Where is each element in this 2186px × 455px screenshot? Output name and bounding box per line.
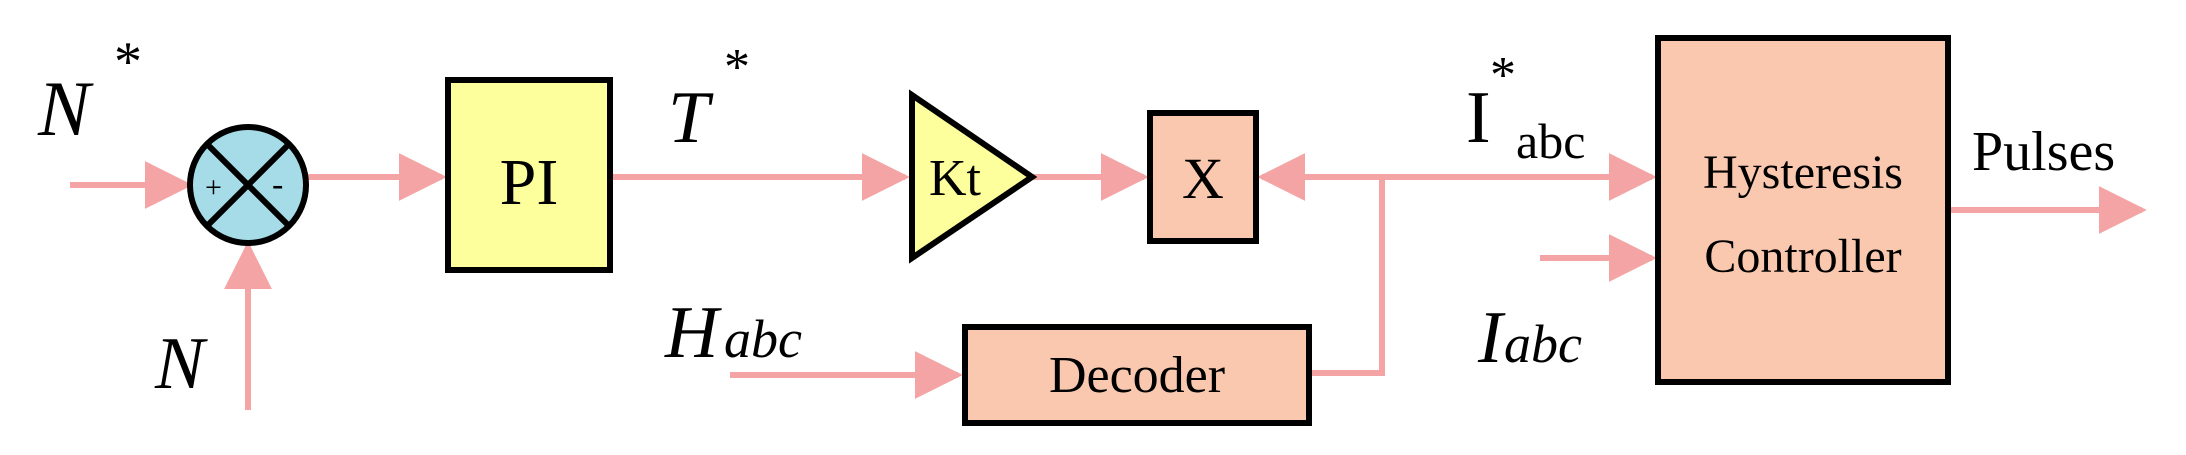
label-current-reference: I * abc <box>1466 47 1585 169</box>
summer-minus-sign: - <box>272 166 283 203</box>
gain-triangle <box>909 89 1038 264</box>
label-istar-subscript: abc <box>1516 113 1585 169</box>
summing-junction: + - <box>187 124 309 246</box>
decoder-rect <box>962 324 1312 426</box>
label-torque-reference: T * <box>668 39 750 159</box>
pi-controller-block: PI <box>445 77 613 273</box>
summer-cross-line-2 <box>204 141 292 229</box>
label-pulses-output: Pulses <box>1972 121 2115 183</box>
label-i-subscript: abc <box>1504 314 1582 374</box>
label-speed-reference: N * <box>37 31 142 152</box>
gain-block-label: Kt <box>929 150 982 207</box>
label-istar-main: I <box>1466 77 1491 159</box>
hysteresis-controller-block: Hysteresis Controller <box>1655 35 1951 385</box>
decoder-label: Decoder <box>1049 347 1225 404</box>
label-speed-feedback: N <box>154 323 208 405</box>
label-h-subscript: abc <box>724 309 802 369</box>
pi-block-rect <box>445 77 613 273</box>
label-h-main: H <box>664 292 722 374</box>
hysteresis-label-line-1: Hysteresis <box>1703 146 1903 199</box>
label-tstar-superscript: * <box>724 39 750 96</box>
label-tstar-main: T <box>668 77 714 159</box>
torque-constant-gain-block: Kt <box>909 89 1038 264</box>
decoder-block: Decoder <box>962 324 1312 426</box>
pi-block-label: PI <box>500 146 559 219</box>
label-i-main: I <box>1477 297 1506 379</box>
label-istar-superscript: * <box>1490 47 1516 104</box>
multiplier-rect <box>1147 110 1259 244</box>
label-hall-signals: H abc <box>664 292 802 374</box>
summer-plus-sign: + <box>205 171 222 204</box>
label-measured-currents: I abc <box>1477 297 1582 379</box>
multiplier-block: X <box>1147 110 1259 244</box>
label-nstar-main: N <box>37 65 94 152</box>
multiplier-label: X <box>1182 146 1224 211</box>
wire-decoder-feedback <box>1310 177 1385 376</box>
hysteresis-rect <box>1655 35 1951 385</box>
hysteresis-label-line-2: Controller <box>1704 230 1901 283</box>
label-nstar-superscript: * <box>114 31 142 93</box>
